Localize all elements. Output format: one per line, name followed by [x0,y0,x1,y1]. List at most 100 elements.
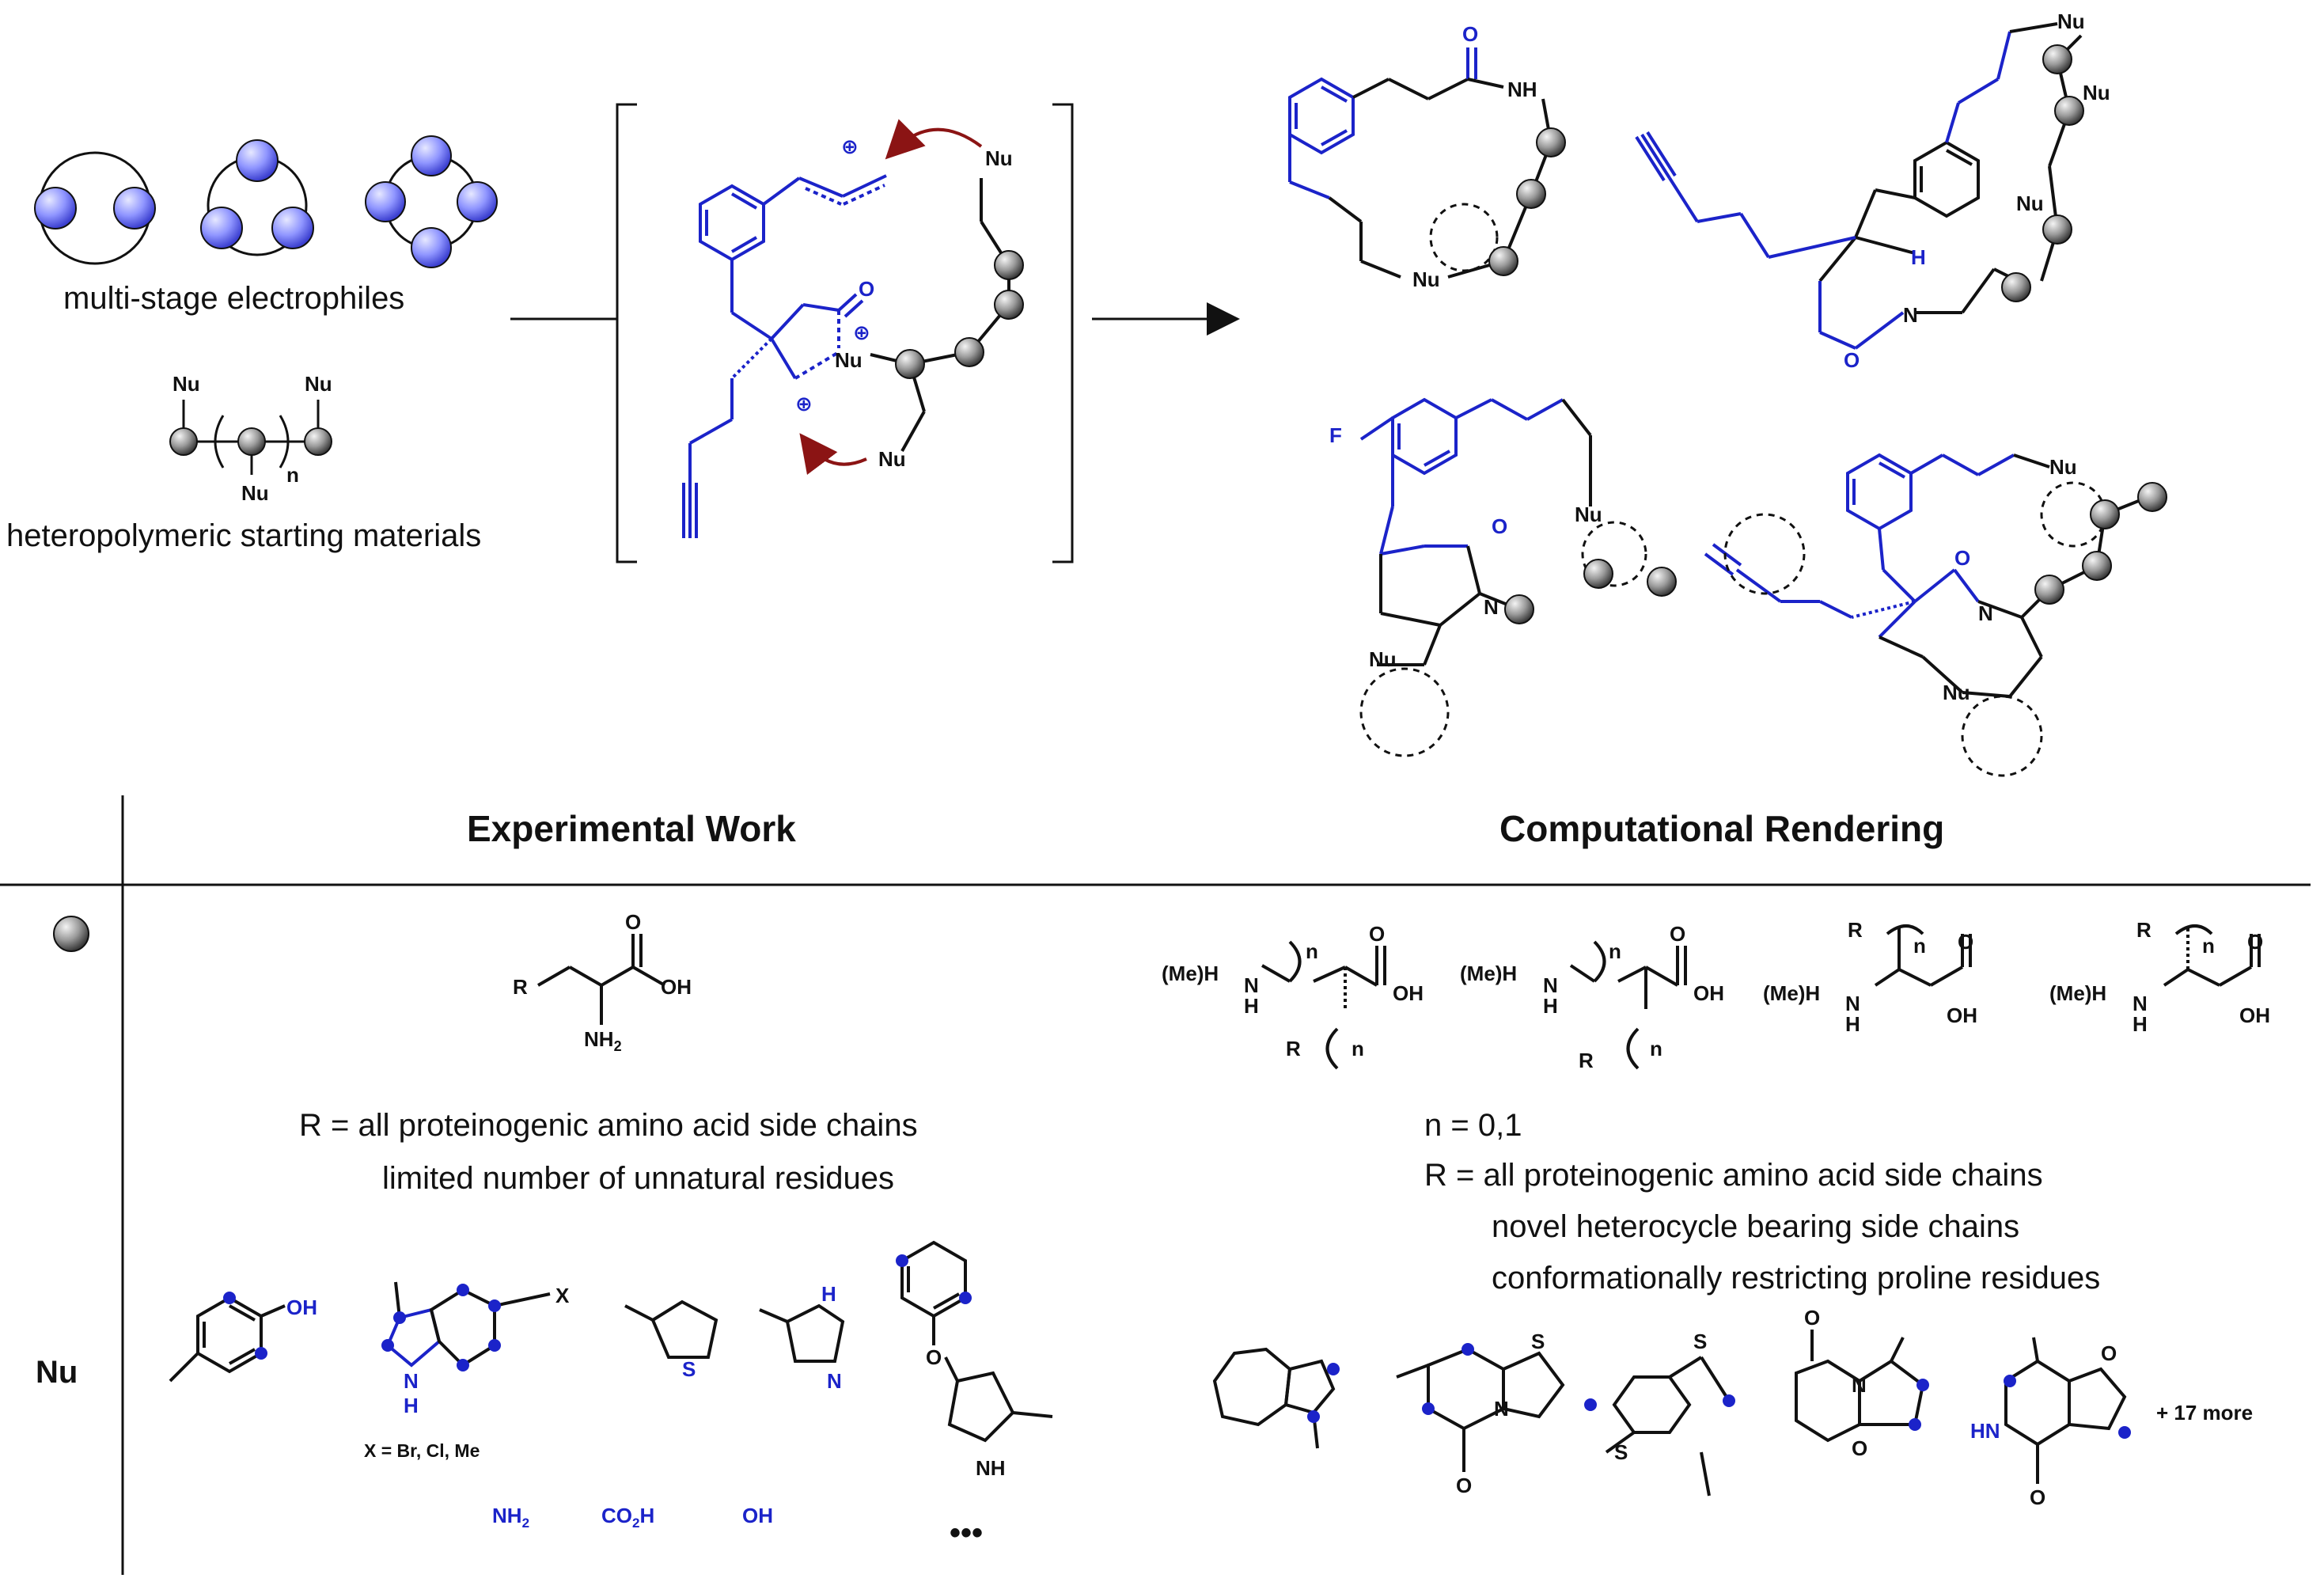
pyridinone-o-label: O [2030,1485,2046,1509]
nucleophilic-attack-arrow [885,119,983,160]
intermediate-oxygen-label: O [859,277,875,301]
pyridinone-hn-label: HN [1970,1419,2000,1443]
intermediate-ball [954,337,984,367]
product-nu-label: Nu [2083,81,2110,104]
product-ball [1504,594,1534,624]
product-oxygen-label: O [1954,546,1971,570]
product-ball [2034,575,2064,605]
oxazinone-n-label: N [1852,1373,1867,1397]
reactive-site-dot [457,1284,469,1296]
more-heterocycles-label: + 17 more [2156,1401,2254,1425]
comp-n-index: n [2202,934,2215,958]
reactive-site-dot [1723,1394,1735,1407]
polymer-nu-label: Nu [172,372,200,396]
product-ball [1647,567,1677,597]
polymer-nu-label: Nu [305,372,332,396]
intermediate-nu-label: Nu [835,348,862,372]
product-f-label: F [1329,423,1342,447]
product-4-structure [1704,453,2145,777]
product-ball [1488,246,1518,276]
intermediate-nu-label: Nu [878,447,906,471]
thiophene-ring [624,1299,718,1359]
intermediate-structure [682,174,1010,538]
intermediate-ball [994,250,1024,280]
comp-oxygen-label: O [1369,922,1386,946]
product-nu-label: Nu [2057,9,2085,33]
product-ball [2054,96,2084,126]
product-nu-label: Nu [1943,681,1970,704]
imidazole-n-label: N [827,1369,842,1393]
computational-beta-amino-acid-3 [1874,924,1972,987]
pyrrolooxazinone-ring [1795,1330,1925,1443]
electrophile-ball [200,207,243,249]
reactive-site-dot [1327,1363,1340,1375]
carboxylic-acid-side-chain: CO2H [601,1504,655,1531]
right-bracket [1052,103,1074,563]
exp-oxygen-label: O [625,910,642,934]
electrophile-ball [236,139,279,182]
amine-side-chain: NH2 [492,1504,530,1531]
electrophile-ball [411,227,452,268]
intermediate-nu-label: Nu [985,146,1013,170]
computational-beta-amino-acid-2 [1569,940,1687,1070]
reactive-site-dot [896,1254,908,1267]
product-oxygen-label: O [1492,514,1508,538]
furopyridinone-ring [2004,1337,2127,1484]
product-nh-label: NH [1507,78,1537,101]
comp-n-index: n [1913,934,1926,958]
reactive-site-dot [223,1292,236,1304]
reactive-site-dot [488,1339,501,1352]
comp-r-label: R [1286,1037,1301,1060]
product-n-label: N [1978,601,1993,625]
product-3-structure [1359,397,1647,757]
product-nu-label: Nu [1369,647,1397,671]
reactive-site-dot [1422,1402,1435,1415]
nucleophilic-attack-arrow [799,433,867,475]
comp-oh-label: OH [1947,1003,1977,1027]
polymer-ball [237,427,266,456]
left-bracket [616,103,637,563]
comp-oh-label: OH [1693,981,1724,1005]
exp-note-2: limited number of unnatural residues [382,1161,895,1196]
proline-nh-label: NH [976,1456,1006,1480]
product-ball [1536,127,1566,157]
product-nu-label: Nu [1412,267,1440,291]
reactive-site-dot [1584,1398,1597,1411]
oxazinone-o-label: O [1804,1306,1821,1330]
polymer-n-index: n [286,463,299,487]
comp-oxygen-label: O [1670,922,1686,946]
product-ball [2082,551,2112,581]
reactive-site-dot [2004,1375,2016,1387]
computational-beta-amino-acid-1 [1261,940,1386,1070]
product-nu-label: Nu [2049,455,2077,479]
reactive-site-dot [1462,1343,1474,1356]
tyrosine-oh-label: OH [286,1296,317,1319]
reactive-site-dot [1909,1418,1921,1431]
thiazole-n-label: N [1494,1397,1509,1421]
product-oxygen-label: O [1844,348,1860,372]
intermediate-ball [994,290,1024,320]
product-n-label: N [1484,595,1499,619]
polymer-ball [304,427,332,456]
product-ball [2042,44,2072,74]
thiazole-o-label: O [1456,1474,1473,1497]
product-oxygen-label: O [1462,22,1479,46]
header-computational-rendering: Computational Rendering [1499,808,1945,849]
indole-x-definition: X = Br, Cl, Me [364,1440,480,1461]
product-ball [2001,272,2031,302]
more-ellipsis: ••• [950,1516,984,1550]
electrophile-ball [113,187,156,230]
comp-oh-label: OH [2239,1003,2270,1027]
thienothiophene-s-label: S [1693,1330,1708,1353]
product-nu-label: Nu [2016,192,2044,215]
thiazole-s-label: S [1531,1330,1545,1353]
imidazole-nh-label: H [821,1282,836,1306]
comp-n-index: n [1609,939,1621,963]
comp-meh-label: (Me)H [1162,962,1219,985]
comp-oxygen-label: O [1958,930,1974,954]
cation-charge: ⊕ [795,392,813,415]
imidazole-ring [759,1303,845,1363]
